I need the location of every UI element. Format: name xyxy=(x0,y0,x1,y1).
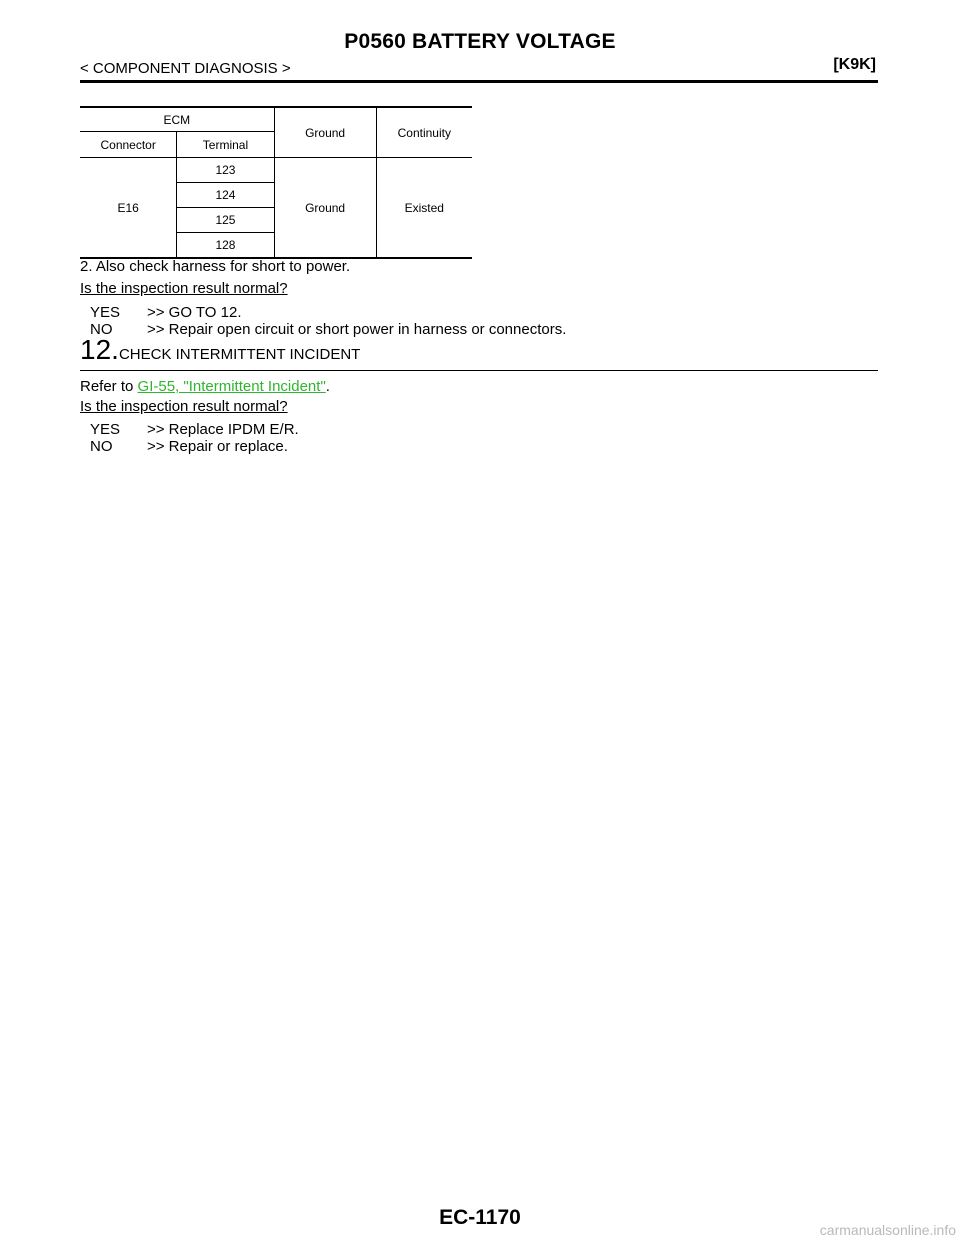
ground-header: Ground xyxy=(273,106,377,158)
step-title: CHECK INTERMITTENT INCIDENT xyxy=(118,346,361,363)
yes-key: YES xyxy=(90,304,121,321)
refer-suffix: . xyxy=(325,378,330,395)
model-code: [K9K] xyxy=(833,56,876,73)
no-text: >> Repair or replace. xyxy=(147,438,288,455)
ecm-continuity-table: ECM Ground Continuity Connector Terminal… xyxy=(80,106,472,259)
yes-option: YES >> Replace IPDM E/R. xyxy=(90,421,299,438)
terminal-cell: 123 xyxy=(176,157,275,183)
step-heading: 12.CHECK INTERMITTENT INCIDENT xyxy=(80,336,878,364)
no-key: NO xyxy=(90,438,113,455)
step-rule xyxy=(80,370,878,371)
terminal-cell: 128 xyxy=(176,232,275,259)
page-number: EC-1170 xyxy=(439,1206,521,1229)
inspection-question: Is the inspection result normal? xyxy=(80,398,288,415)
harness-note: 2. Also check harness for short to power… xyxy=(80,258,351,275)
section-label: < COMPONENT DIAGNOSIS > xyxy=(80,60,291,77)
yes-text: >> GO TO 12. xyxy=(147,304,242,321)
ground-cell: Ground xyxy=(274,157,377,259)
intermittent-incident-link[interactable]: GI-55, "Intermittent Incident" xyxy=(137,378,326,395)
watermark: carmanualsonline.info xyxy=(819,1222,956,1238)
terminal-cell: 125 xyxy=(176,207,275,233)
yes-text: >> Replace IPDM E/R. xyxy=(147,421,299,438)
no-option: NO >> Repair open circuit or short power … xyxy=(90,321,566,338)
no-text: >> Repair open circuit or short power in… xyxy=(147,321,567,338)
yes-key: YES xyxy=(90,421,121,438)
connector-cell: E16 xyxy=(80,157,178,259)
ecm-header: ECM xyxy=(80,106,275,132)
continuity-cell: Existed xyxy=(376,157,472,259)
inspection-question: Is the inspection result normal? xyxy=(80,280,288,297)
terminal-cell: 124 xyxy=(176,182,275,208)
yes-option: YES >> GO TO 12. xyxy=(90,304,242,321)
refer-line: Refer to GI-55, "Intermittent Incident". xyxy=(80,378,330,395)
no-key: NO xyxy=(90,321,113,338)
terminal-header: Terminal xyxy=(176,131,275,158)
refer-prefix: Refer to xyxy=(80,378,138,395)
no-option: NO >> Repair or replace. xyxy=(90,438,288,455)
header-rule xyxy=(80,80,878,83)
connector-header: Connector xyxy=(80,131,178,158)
continuity-header: Continuity xyxy=(376,106,472,158)
page-title: P0560 BATTERY VOLTAGE xyxy=(344,30,616,53)
step-number: 12. xyxy=(80,334,119,365)
